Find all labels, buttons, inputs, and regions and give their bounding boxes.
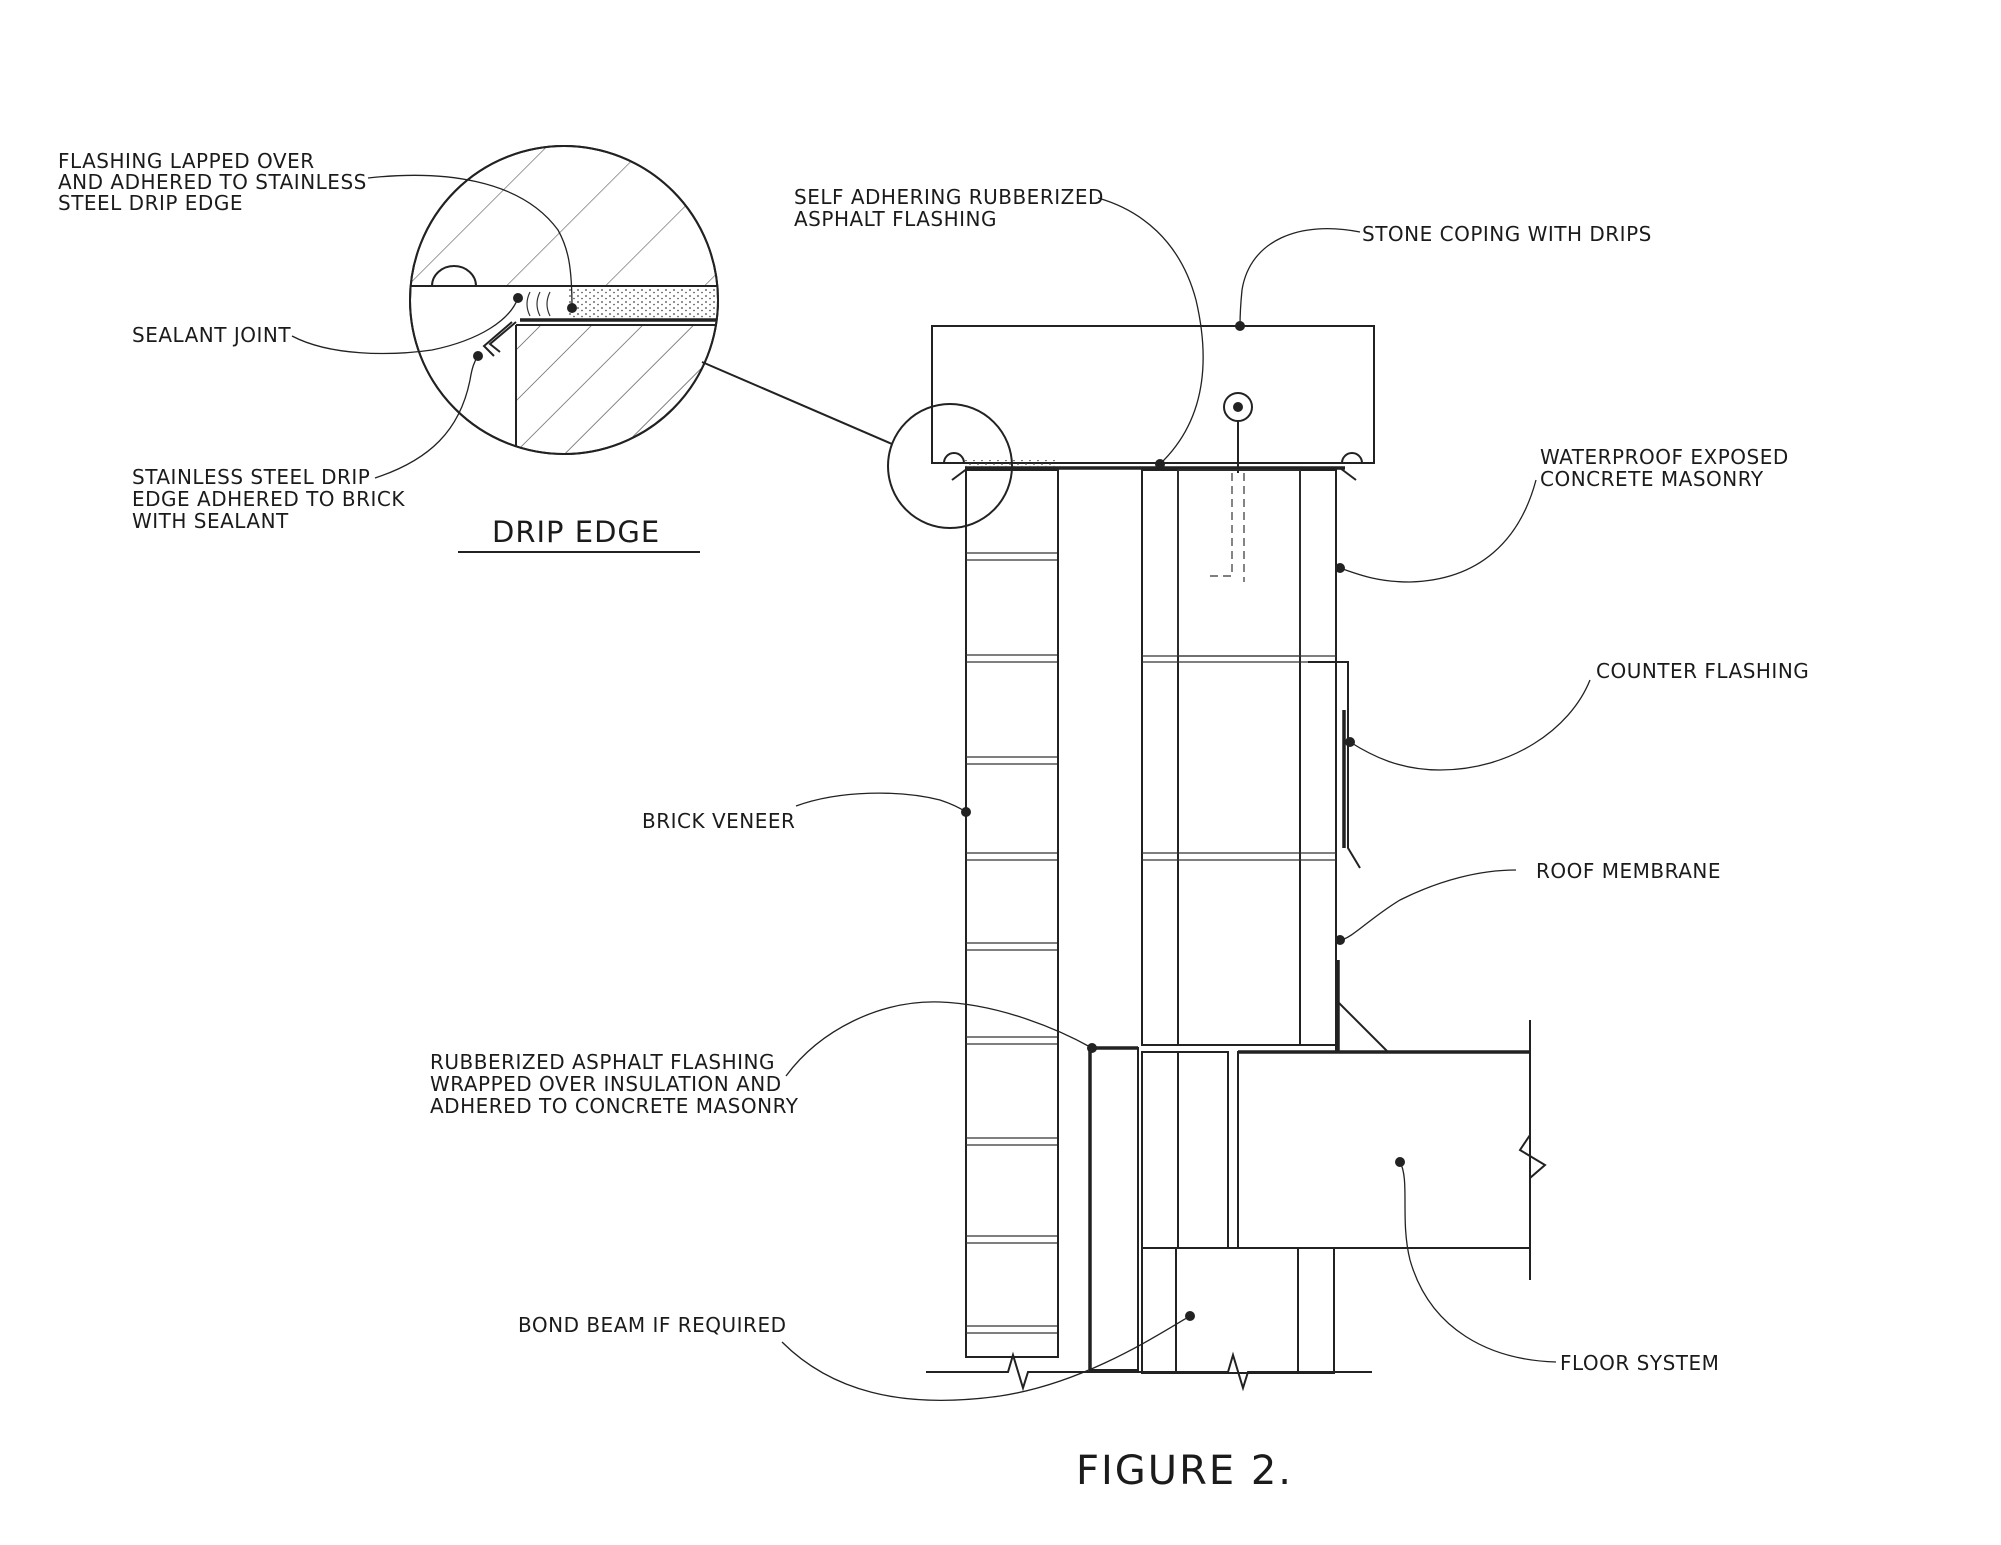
label-floor-system: FLOOR SYSTEM [1560, 1351, 1719, 1375]
grouted-cell-top [1177, 469, 1301, 657]
svg-text:COUNTER FLASHING: COUNTER FLASHING [1596, 659, 1809, 683]
svg-text:EDGE ADHERED TO BRICK: EDGE ADHERED TO BRICK [132, 487, 405, 511]
svg-text:FLASHING LAPPED OVER: FLASHING LAPPED OVER [58, 149, 315, 173]
cant-strip [1335, 997, 1391, 1053]
svg-text:DRIP EDGE: DRIP EDGE [492, 515, 660, 549]
svg-text:ASPHALT FLASHING: ASPHALT FLASHING [794, 207, 997, 231]
label-roof-membrane: ROOF MEMBRANE [1536, 859, 1721, 883]
leader-lines [291, 174, 1591, 1401]
svg-text:RUBBERIZED ASPHALT FLASHING: RUBBERIZED ASPHALT FLASHING [430, 1050, 775, 1074]
svg-text:FLOOR SYSTEM: FLOOR SYSTEM [1560, 1351, 1719, 1375]
label-stainless-drip-edge: STAINLESS STEEL DRIP EDGE ADHERED TO BRI… [132, 465, 405, 533]
svg-text:ADHERED TO CONCRETE MASONRY: ADHERED TO CONCRETE MASONRY [430, 1094, 799, 1118]
concrete-masonry-upper [1141, 469, 1337, 1046]
svg-text:WATERPROOF EXPOSED: WATERPROOF EXPOSED [1540, 445, 1789, 469]
label-brick-veneer: BRICK VENEER [642, 809, 795, 833]
detail-title: DRIP EDGE [458, 515, 700, 553]
label-sealant-joint: SEALANT JOINT [132, 323, 291, 347]
coping-drip-left [943, 452, 965, 464]
floor-slab [1237, 1051, 1547, 1249]
svg-text:WITH SEALANT: WITH SEALANT [132, 509, 289, 533]
counter-flashing [1308, 661, 1361, 869]
svg-text:STONE COPING WITH DRIPS: STONE COPING WITH DRIPS [1362, 222, 1652, 246]
svg-text:STAINLESS STEEL DRIP: STAINLESS STEEL DRIP [132, 465, 370, 489]
svg-text:ROOF MEMBRANE: ROOF MEMBRANE [1536, 859, 1721, 883]
svg-text:AND ADHERED TO STAINLESS: AND ADHERED TO STAINLESS [58, 170, 367, 194]
svg-text:CONCRETE MASONRY: CONCRETE MASONRY [1540, 467, 1764, 491]
wall-section [926, 325, 1547, 1392]
svg-text:FIGURE 2.: FIGURE 2. [1076, 1448, 1293, 1494]
label-bond-beam: BOND BEAM IF REQUIRED [518, 1313, 787, 1337]
svg-text:BRICK VENEER: BRICK VENEER [642, 809, 795, 833]
base-break-line [926, 1351, 1372, 1392]
figure-caption: FIGURE 2. [1076, 1448, 1293, 1494]
detail-connector [701, 361, 893, 445]
detail-callout-circle [887, 403, 1013, 529]
stone-coping [931, 325, 1375, 464]
drip-edge-detail [409, 145, 719, 455]
insulation-lower [1089, 1047, 1139, 1371]
svg-text:STEEL DRIP EDGE: STEEL DRIP EDGE [58, 191, 243, 215]
bond-beam [1175, 1247, 1299, 1374]
label-flashing-lapped: FLASHING LAPPED OVER AND ADHERED TO STAI… [58, 149, 367, 215]
svg-text:SEALANT JOINT: SEALANT JOINT [132, 323, 291, 347]
label-counter-flashing: COUNTER FLASHING [1596, 659, 1809, 683]
label-rubberized-flashing-wrapped: RUBBERIZED ASPHALT FLASHING WRAPPED OVER… [430, 1050, 799, 1118]
brick-veneer [965, 469, 1059, 1358]
coping-drip-right [1341, 452, 1363, 464]
label-stone-coping: STONE COPING WITH DRIPS [1362, 222, 1652, 246]
svg-text:WRAPPED OVER INSULATION AND: WRAPPED OVER INSULATION AND [430, 1072, 782, 1096]
svg-text:BOND BEAM IF REQUIRED: BOND BEAM IF REQUIRED [518, 1313, 787, 1337]
svg-text:SELF ADHERING RUBBERIZED: SELF ADHERING RUBBERIZED [794, 185, 1104, 209]
label-self-adhering-flashing: SELF ADHERING RUBBERIZED ASPHALT FLASHIN… [794, 185, 1104, 231]
label-waterproof-masonry: WATERPROOF EXPOSED CONCRETE MASONRY [1540, 445, 1789, 491]
